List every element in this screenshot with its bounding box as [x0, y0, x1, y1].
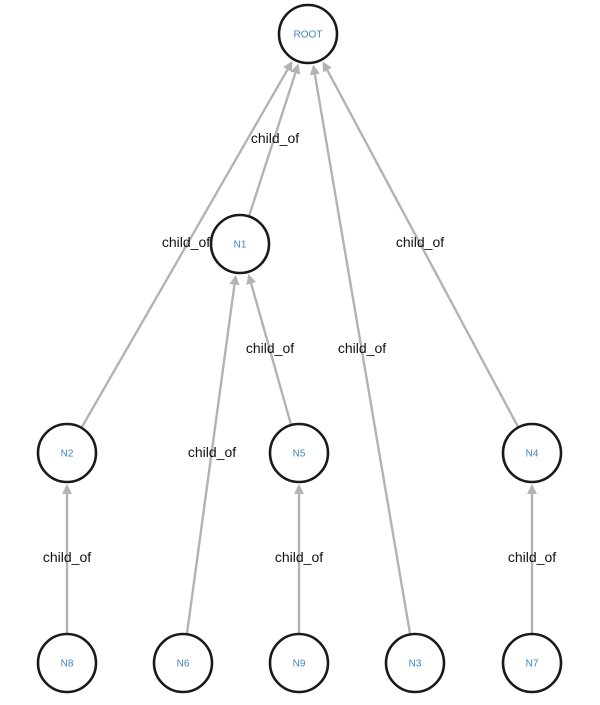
node-n5[interactable]: N5	[268, 422, 330, 484]
node-label: N2	[61, 449, 74, 460]
edge-label: child_of	[246, 340, 294, 356]
node-circle[interactable]	[36, 422, 98, 484]
edge-line	[313, 74, 412, 635]
arrowhead-icon	[527, 484, 537, 494]
edge-label: child_of	[43, 549, 91, 565]
arrowhead-icon	[294, 484, 304, 494]
edge-line	[80, 68, 289, 429]
node-root[interactable]: ROOT	[277, 3, 339, 65]
edges-layer	[62, 60, 537, 635]
edge-label: child_of	[508, 549, 556, 565]
edge-line	[249, 283, 293, 426]
node-n9[interactable]: N9	[268, 632, 330, 694]
node-n1[interactable]: N1	[209, 213, 271, 275]
node-circle[interactable]	[268, 422, 330, 484]
node-label: N3	[409, 659, 422, 670]
node-label: ROOT	[294, 30, 323, 41]
arrowhead-icon	[229, 274, 240, 286]
node-circle[interactable]	[384, 632, 446, 694]
node-label: N1	[234, 240, 247, 251]
arrowhead-icon	[322, 61, 332, 73]
edge-N4-to-ROOT	[322, 61, 520, 428]
node-circle[interactable]	[152, 632, 214, 694]
edge-N8-to-N2	[62, 484, 72, 634]
arrowhead-icon	[290, 63, 301, 75]
node-circle[interactable]	[501, 422, 563, 484]
edge-N7-to-N4	[527, 484, 537, 634]
edge-N1-to-ROOT	[247, 63, 301, 217]
node-circle[interactable]	[277, 3, 339, 65]
arrowhead-icon	[283, 60, 293, 73]
node-label: N6	[177, 659, 190, 670]
edge-label: child_of	[251, 130, 299, 146]
node-circle[interactable]	[209, 213, 271, 275]
node-n7[interactable]: N7	[501, 632, 563, 694]
node-label: N9	[293, 659, 306, 670]
node-label: N7	[526, 659, 539, 670]
edge-N2-to-ROOT	[80, 60, 293, 429]
edge-N3-to-ROOT	[309, 64, 412, 635]
node-circle[interactable]	[268, 632, 330, 694]
arrowhead-icon	[62, 484, 72, 494]
edge-labels-layer: child_of child_of child_of child_of child_of…	[43, 130, 556, 565]
arrowhead-icon	[309, 64, 320, 76]
node-circle[interactable]	[36, 632, 98, 694]
edge-label: child_of	[396, 234, 444, 250]
edge-line	[247, 72, 297, 217]
node-n4[interactable]: N4	[501, 422, 563, 484]
arrowhead-icon	[246, 273, 256, 285]
edge-label: child_of	[162, 234, 210, 250]
edge-N9-to-N5	[294, 484, 304, 634]
node-n2[interactable]: N2	[36, 422, 98, 484]
node-label: N8	[61, 659, 74, 670]
edge-line	[185, 284, 236, 635]
node-label: N4	[526, 449, 539, 460]
edge-line	[326, 69, 520, 428]
node-n6[interactable]: N6	[152, 632, 214, 694]
edge-label: child_of	[188, 444, 236, 460]
edge-label: child_of	[275, 549, 323, 565]
edge-N6-to-N1	[185, 274, 240, 635]
edge-N5-to-N1	[246, 273, 293, 426]
node-n8[interactable]: N8	[36, 632, 98, 694]
edge-label: child_of	[338, 340, 386, 356]
node-n3[interactable]: N3	[384, 632, 446, 694]
node-label: N5	[293, 449, 306, 460]
node-circle[interactable]	[501, 632, 563, 694]
